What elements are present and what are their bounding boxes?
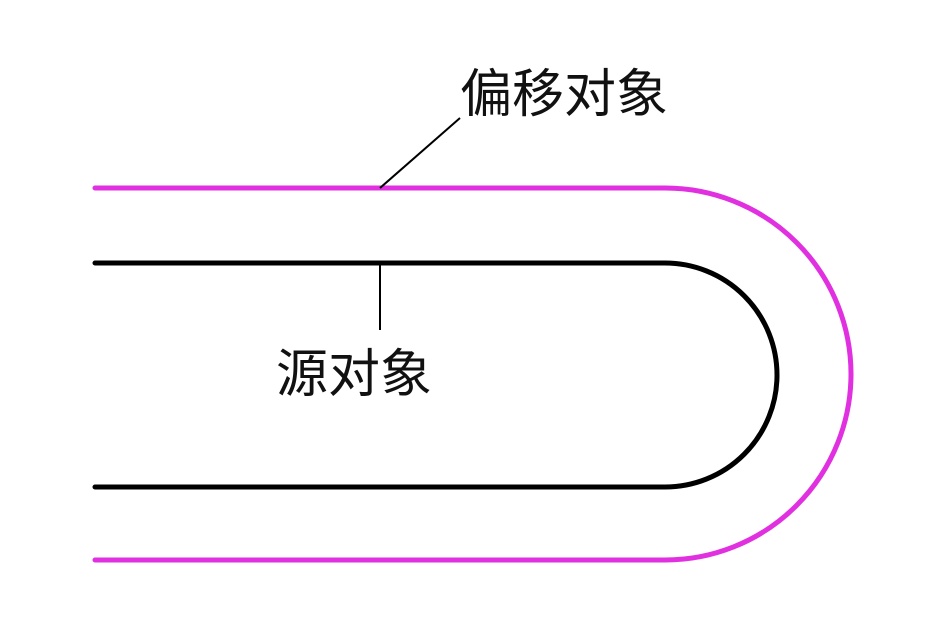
offset-object-label: 偏移对象 [460,65,668,125]
offset-object-path [92,185,854,563]
offset-object-leader [379,117,461,189]
source-object-label: 源对象 [276,345,432,405]
source-object-path [92,260,780,490]
